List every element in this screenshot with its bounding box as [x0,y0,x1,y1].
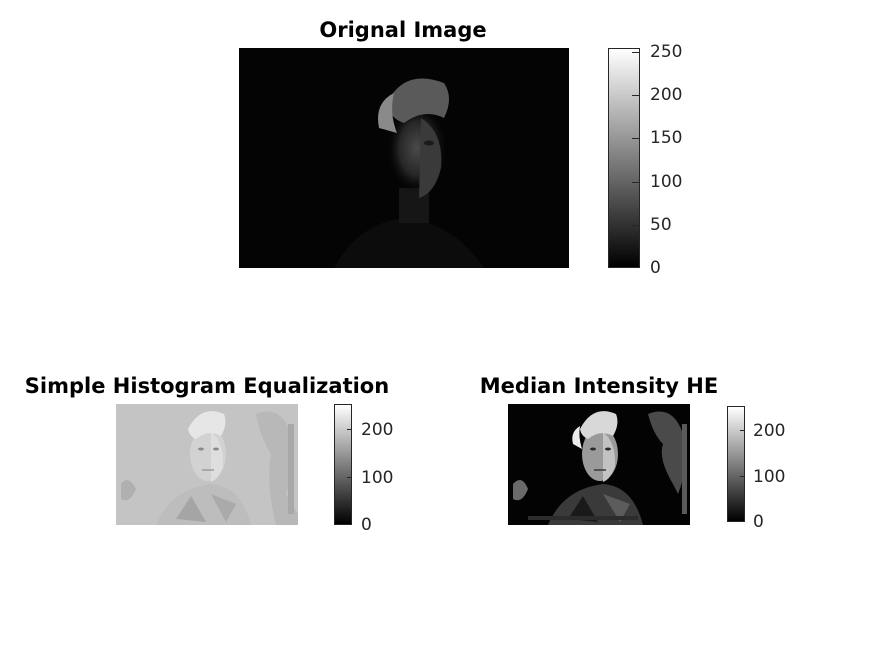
colorbar-tick-label: 100 [650,172,683,192]
colorbar-tick-mark [632,95,640,96]
colorbar-tick-mark [632,52,640,53]
colorbar-tick-label: 250 [650,42,683,62]
colorbar-tick-mark [347,477,352,478]
colorbar-tick-mark [632,138,640,139]
colorbar-tick-label: 100 [361,468,394,488]
colorbar-tick-mark [740,430,745,431]
simple-he-image [116,404,298,525]
panel-title-simple-he: Simple Histogram Equalization [24,374,390,398]
colorbar-tick-label: 200 [650,85,683,105]
colorbar-tick-mark [740,476,745,477]
panel-title-original: Orignal Image [319,18,487,42]
colorbar-median-he [727,406,745,522]
colorbar-original [608,48,640,268]
colorbar-tick-label: 200 [753,421,786,441]
colorbar-simple-he [334,404,352,525]
colorbar-tick-mark [632,225,640,226]
colorbar-tick-label: 0 [650,258,661,278]
colorbar-tick-mark [632,182,640,183]
original-image [239,48,569,268]
colorbar-tick-label: 0 [361,515,372,535]
panel-title-median-he: Median Intensity HE [479,374,719,398]
colorbar-tick-label: 50 [650,215,672,235]
colorbar-tick-mark [347,429,352,430]
colorbar-tick-label: 100 [753,467,786,487]
colorbar-tick-label: 150 [650,128,683,148]
colorbar-tick-label: 0 [753,512,764,532]
median-he-image [508,404,690,525]
colorbar-tick-label: 200 [361,420,394,440]
